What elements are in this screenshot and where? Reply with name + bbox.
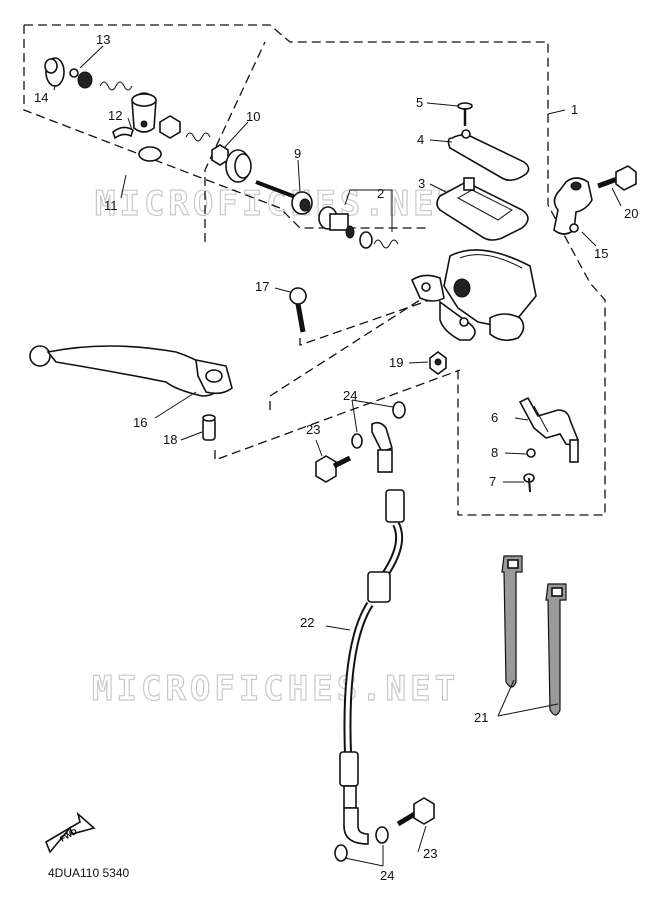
callout-10: 10: [246, 109, 260, 124]
callout-9: 9: [294, 146, 301, 161]
callout-24-top: 24: [343, 388, 357, 403]
part-5-screw: [457, 102, 473, 126]
part-nut-spring: [159, 115, 211, 142]
callout-15: 15: [594, 246, 608, 261]
part-24-washers-bottom: [334, 826, 389, 862]
callout-2: 2: [377, 186, 384, 201]
callout-18: 18: [163, 432, 177, 447]
callout-16: 16: [133, 415, 147, 430]
part-4-reservoir-cap: [447, 129, 530, 182]
part-18-pin: [202, 414, 216, 441]
callout-3: 3: [418, 176, 425, 191]
part-20-bolt: [597, 165, 637, 191]
part-9-push-rod: [255, 180, 313, 215]
callout-20: 20: [624, 206, 638, 221]
part-16-lever: [29, 345, 233, 397]
callout-11: 11: [104, 198, 118, 213]
leader-lines: [53, 45, 622, 867]
part-12-clip: [112, 126, 162, 162]
callout-14: 14: [34, 90, 48, 105]
callout-1: 1: [571, 102, 578, 117]
callout-22: 22: [300, 615, 314, 630]
callout-4: 4: [417, 132, 424, 147]
callout-13: 13: [96, 32, 110, 47]
callout-19: 19: [389, 355, 403, 370]
watermark-bottom: MICROFICHES.NET: [92, 669, 459, 709]
part-6-switch: [518, 396, 579, 463]
diagram-code: 4DUA110 5340: [48, 866, 130, 880]
part-1-master-cylinder: [410, 249, 537, 342]
part-15-holder: [553, 177, 593, 235]
callout-numbers: 1 2 3 4 5 6 7 8 9 10 11 12 13 14 15 16 1…: [34, 32, 638, 883]
callout-24-bottom: 24: [380, 868, 394, 883]
part-7-screw: [523, 473, 535, 493]
part-14-cap: [44, 57, 65, 87]
part-21-cable-ties: [501, 555, 567, 716]
part-8-screw: [526, 448, 536, 458]
part-19-nut: [429, 351, 447, 375]
part-23-union-bolt-top: [315, 455, 352, 483]
part-24-washers-top: [351, 401, 406, 449]
part-22-brake-hose: [339, 421, 405, 845]
callout-5: 5: [416, 95, 423, 110]
callout-23-top: 23: [306, 422, 320, 437]
callout-6: 6: [491, 410, 498, 425]
part-2-piston-kit: [318, 189, 399, 249]
callout-12: 12: [108, 108, 122, 123]
part-adjuster-body: [131, 92, 157, 133]
group-outline-piston: [204, 41, 266, 242]
callout-7: 7: [489, 474, 496, 489]
part-17-bolt: [289, 287, 307, 333]
forward-arrow-icon: FWD: [45, 811, 96, 854]
part-3-diaphragm: [436, 177, 529, 241]
part-13-spring-set: [69, 68, 133, 91]
callout-23-bottom: 23: [423, 846, 437, 861]
callout-21: 21: [474, 710, 488, 725]
callout-8: 8: [491, 445, 498, 460]
part-23-union-bolt-bottom: [396, 797, 435, 827]
callout-17: 17: [255, 279, 269, 294]
part-10-washer: [211, 144, 252, 183]
